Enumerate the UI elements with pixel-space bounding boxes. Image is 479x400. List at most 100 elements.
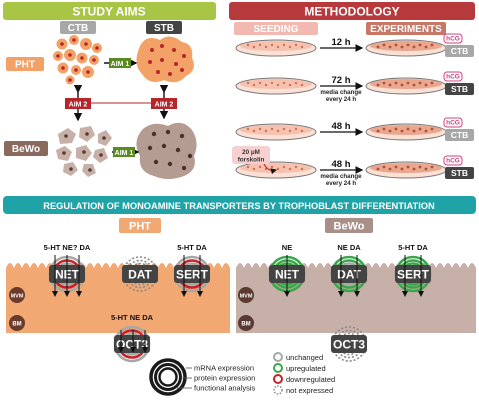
seeded-cell <box>270 127 274 131</box>
grown-cell <box>406 165 410 169</box>
seeded-cell <box>282 43 286 47</box>
study-aims-header <box>3 2 216 20</box>
hcg-label: hCG <box>446 36 460 43</box>
seeding-dish-medium <box>240 79 312 89</box>
grown-cell <box>424 129 428 133</box>
grown-cell <box>376 45 380 49</box>
experiment-dish-medium <box>370 125 442 135</box>
aim1-bottom-label: AIM 1 <box>115 150 134 157</box>
legend-not-expressed-text: not expressed <box>286 386 333 395</box>
cell-type-tag <box>445 83 474 95</box>
aim2-left-label: AIM 2 <box>69 102 88 109</box>
grown-cell <box>382 81 386 85</box>
hcg-tag <box>443 155 463 166</box>
seeded-cell <box>300 129 304 133</box>
legend-unchanged-swatch <box>273 352 283 362</box>
legend-upregulated-text: upregulated <box>286 364 326 373</box>
seeded-cell <box>288 167 292 171</box>
grown-cell <box>418 81 422 85</box>
seeding-tag <box>234 22 318 35</box>
seeded-cell <box>270 165 274 169</box>
grown-cell <box>394 127 398 131</box>
seeded-cell <box>246 127 250 131</box>
study-aims-panel: STUDY AIMS CTB STB PHT BeWo <box>3 2 216 179</box>
legend: mRNA expression protein expression funct… <box>149 352 335 396</box>
experiments-tag <box>366 22 446 35</box>
transporter-box <box>331 265 367 283</box>
seeded-cell <box>252 45 256 49</box>
transporter-sert: SERT 5-HT DA <box>173 243 211 297</box>
grown-cell <box>400 167 404 171</box>
grown-cell <box>388 129 392 133</box>
forskolin-arrow <box>263 163 277 175</box>
grown-cell <box>430 127 434 131</box>
seeded-cell <box>258 43 262 47</box>
aim1-bottom-tag <box>113 147 135 157</box>
seeded-cell <box>276 83 280 87</box>
seeded-cell <box>252 83 256 87</box>
bewo-bm-badge <box>238 315 254 331</box>
seeded-cell <box>246 43 250 47</box>
transporter-name: OCT3 <box>116 338 148 352</box>
transporter-name: DAT <box>128 268 152 282</box>
seeded-cell <box>282 165 286 169</box>
seeded-cell <box>258 165 262 169</box>
cell-type-tag <box>445 45 474 57</box>
bewo-label: BeWo <box>334 221 365 233</box>
incubation-time: 48 h <box>331 159 350 170</box>
media-change-note: media change <box>320 173 362 180</box>
substrate-labels: 5-HT NE? DA <box>44 243 91 252</box>
forskolin-callout <box>232 146 270 164</box>
legend-unchanged-text: unchanged <box>286 353 323 362</box>
grown-cell <box>412 167 416 171</box>
legend-downregulated-swatch <box>273 374 283 384</box>
bewo-stb-syncytium <box>136 122 197 179</box>
grown-cell <box>412 45 416 49</box>
grown-cell <box>400 45 404 49</box>
cell-type-label: CTB <box>451 46 468 56</box>
grown-cell <box>376 129 380 133</box>
forskolin-line2: forskolin <box>238 157 265 164</box>
incubation-time: 72 h <box>331 75 350 86</box>
transporter-name: SERT <box>176 268 209 282</box>
pht-label: PHT <box>129 221 151 233</box>
grown-cell <box>376 167 380 171</box>
bewo-row-label: BeWo <box>12 144 40 155</box>
seeded-cell <box>300 167 304 171</box>
pht-bm-badge <box>9 315 25 331</box>
grown-cell <box>406 81 410 85</box>
media-change-interval: every 24 h <box>326 180 356 187</box>
transporter-box <box>122 265 158 283</box>
cell-type-tag <box>445 167 474 179</box>
seeded-cell <box>288 45 292 49</box>
seeded-cell <box>294 165 298 169</box>
substrate-labels: 5-HT DA <box>177 243 207 252</box>
grown-cell <box>430 165 434 169</box>
pht-bm-label: BM <box>12 322 21 328</box>
aim2-right-label: AIM 2 <box>155 102 174 109</box>
grown-cell <box>418 127 422 131</box>
pht-mvm-label: MVM <box>11 294 24 300</box>
seeded-cell <box>264 83 268 87</box>
pht-mvm-badge <box>9 287 25 303</box>
grown-cell <box>412 83 416 87</box>
seeded-cell <box>264 45 268 49</box>
seeded-cell <box>282 127 286 131</box>
legend-ring-middle <box>154 363 182 391</box>
media-change-interval: every 24 h <box>326 96 356 103</box>
grown-cell <box>418 165 422 169</box>
seeded-cell <box>270 43 274 47</box>
aim1-top-tag <box>109 58 131 68</box>
bewo-tag <box>325 218 373 233</box>
grown-cell <box>400 129 404 133</box>
seeded-cell <box>258 127 262 131</box>
